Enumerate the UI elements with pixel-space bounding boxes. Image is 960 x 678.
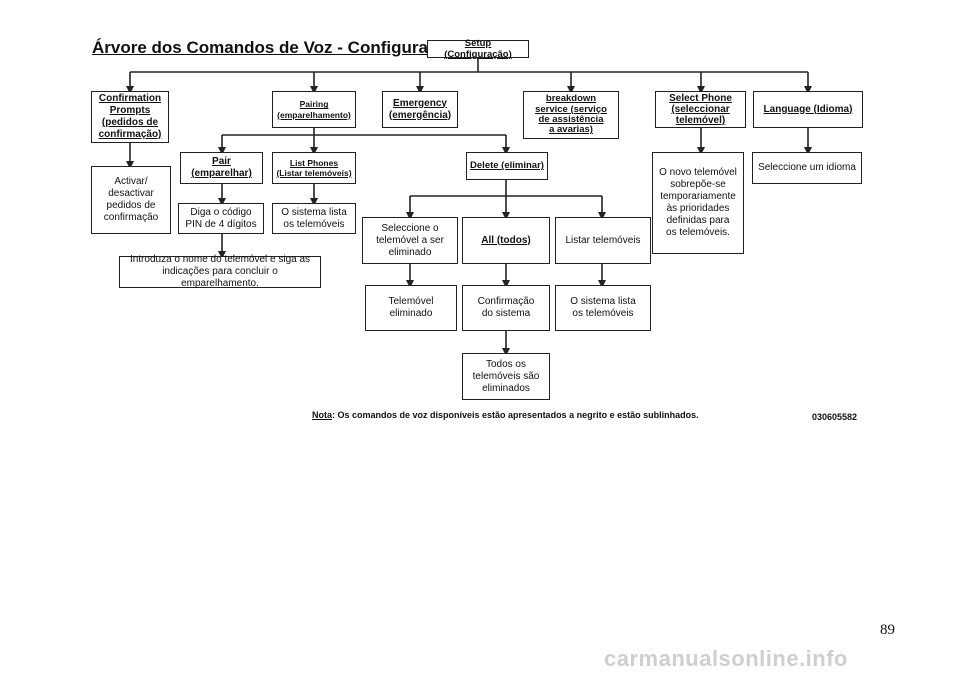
activate-prompts-node: Activar/ desactivar pedidos de confirmaç… (91, 166, 171, 234)
all-node: All (todos) (462, 217, 550, 264)
pairing-node: Pairing (emparelhamento) (272, 91, 356, 128)
select-phone-to-delete-node: Seleccione o telemóvel a ser eliminado (362, 217, 458, 264)
select-phone-result-node: O novo telemóvel sobrepõe-se temporariam… (652, 152, 744, 254)
select-phone-node: Select Phone (seleccionar telemóvel) (655, 91, 746, 128)
list-phones-2-node: Listar telemóveis (555, 217, 651, 264)
note: Nota: Os comandos de voz disponíveis est… (312, 410, 699, 420)
page-title: Árvore dos Comandos de Voz - Configuraçã… (92, 38, 458, 57)
select-language-node: Seleccione um idioma (752, 152, 862, 184)
system-lists-phones-node: O sistema lista os telemóveis (272, 203, 356, 234)
enter-name-node: Introduza o nome do telemóvel e siga as … (119, 254, 321, 289)
breakdown-service-node: breakdown service (serviço de assistênci… (523, 91, 619, 139)
note-label: Nota (312, 410, 332, 420)
delete-node: Delete (eliminar) (466, 152, 548, 180)
phone-deleted-node: Telemóvel eliminado (365, 285, 457, 331)
emergency-node: Emergency (emergência) (382, 91, 458, 128)
confirmation-prompts-node: Confirmation Prompts (pedidos de confirm… (91, 91, 169, 143)
pin-node: Diga o código PIN de 4 dígitos (178, 203, 264, 234)
page-number: 89 (880, 622, 895, 638)
all-deleted-node: Todos os telemóveis são eliminados (462, 353, 550, 400)
system-confirmation-node: Confirmação do sistema (462, 285, 550, 331)
figure-id: 030605582 (812, 412, 858, 422)
list-phones-node: List Phones (Listar telemóveis) (272, 152, 356, 184)
setup-node: Setup (Configuração) (427, 38, 529, 60)
watermark: carmanualsonline.info (604, 646, 848, 671)
pair-node: Pair (emparelhar) (180, 152, 263, 184)
system-lists-phones-2-node: O sistema lista os telemóveis (555, 285, 651, 331)
language-node: Language (Idioma) (753, 91, 863, 128)
note-text: : Os comandos de voz disponíveis estão a… (332, 410, 699, 420)
